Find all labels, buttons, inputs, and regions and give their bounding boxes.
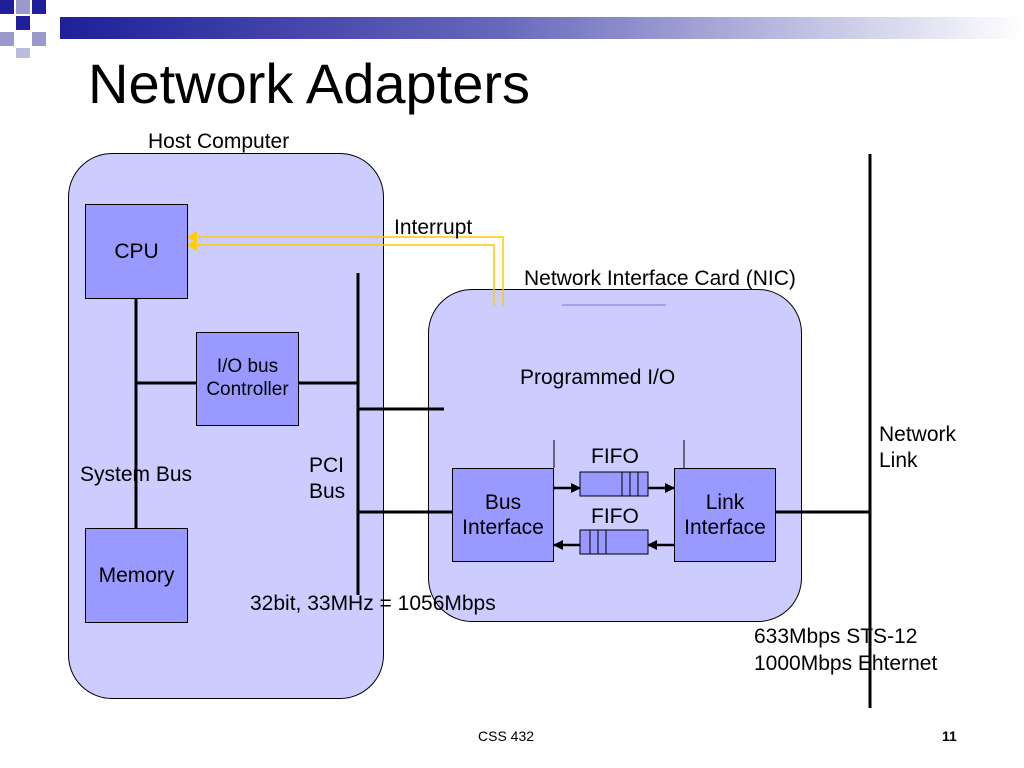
cpu-label: CPU — [114, 239, 159, 263]
programmed-io-label: Programmed I/O — [520, 366, 676, 389]
slide-footer: CSS 432 — [478, 728, 535, 744]
link-interface-box: Link Interface — [674, 468, 776, 562]
memory-box: Memory — [85, 528, 188, 623]
pci-spec-label: 32bit, 33MHz = 1056Mbps — [250, 592, 496, 615]
link-interface-label: Link Interface — [684, 490, 766, 539]
interrupt-line-outer — [187, 231, 504, 306]
nic-label: Network Interface Card (NIC) — [524, 267, 796, 290]
header-decoration — [0, 0, 1024, 60]
memory-label: Memory — [98, 563, 175, 587]
bus-interface-box: Bus Interface — [452, 468, 554, 562]
fifo-queue-top — [579, 471, 649, 497]
io-bus-controller-box: I/O bus Controller — [196, 332, 299, 426]
bus-interface-label: Bus Interface — [462, 490, 544, 539]
fifo-queue-bottom — [579, 529, 649, 555]
nic-panel — [428, 289, 802, 622]
network-speeds-label: 633Mbps STS-12 1000Mbps Ehternet — [754, 625, 938, 676]
header-band — [60, 17, 1024, 39]
slide-title: Network Adapters — [88, 52, 530, 115]
fifo-top-label: FIFO — [591, 445, 639, 468]
host-computer-label: Host Computer — [148, 130, 290, 153]
page-number: 11 — [942, 728, 957, 744]
interrupt-label: Interrupt — [394, 216, 473, 239]
interrupt-line-inner — [187, 239, 495, 306]
io-controller-label: I/O bus Controller — [206, 356, 289, 400]
cpu-box: CPU — [85, 204, 188, 299]
system-bus-label: System Bus — [80, 463, 193, 486]
network-link-label: Network Link — [879, 423, 957, 473]
fifo-bottom-label: FIFO — [591, 505, 639, 528]
pci-bus-label: PCI Bus — [309, 454, 346, 504]
